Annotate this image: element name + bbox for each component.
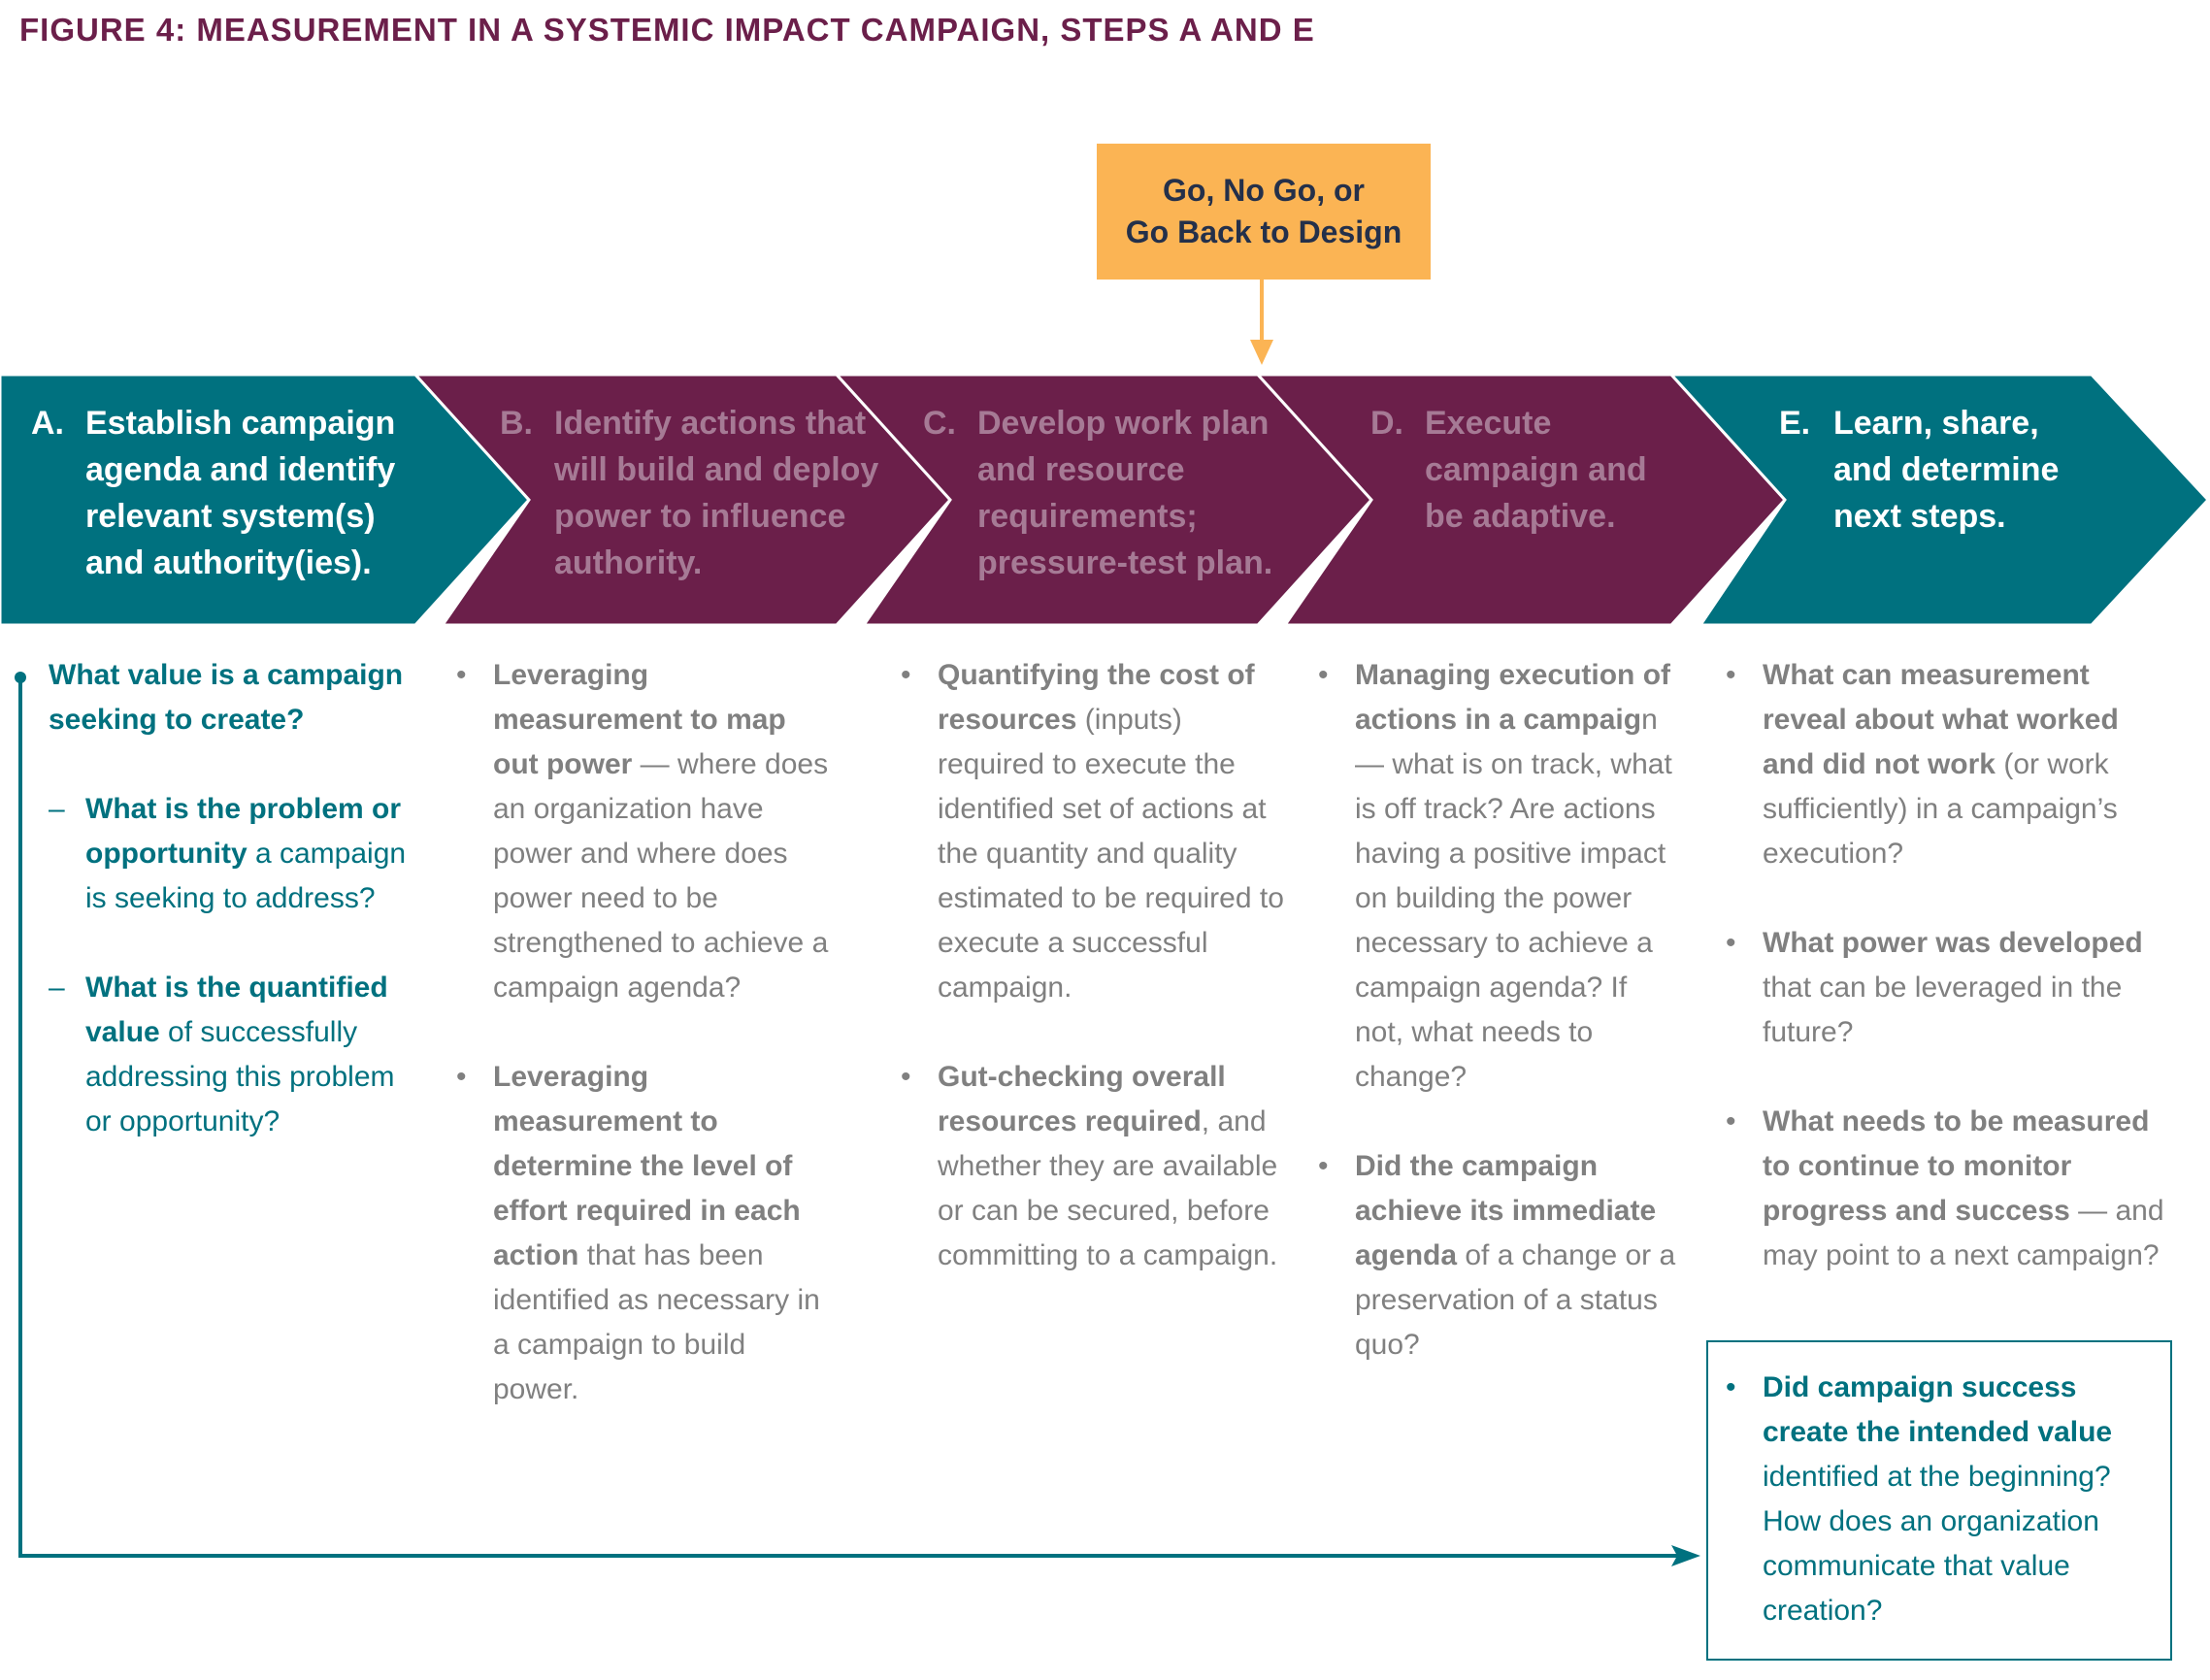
step-e-text: Learn, share, and determine next steps. xyxy=(1833,405,2060,535)
step-e-label: E. Learn, share, and determine next step… xyxy=(1779,400,2061,540)
bullet-dot: • xyxy=(1318,659,1329,691)
step-b-label: B. Identify actions that will build and … xyxy=(500,400,888,586)
column-c-item-1-rest: (inputs) required to execute the identif… xyxy=(938,704,1284,1004)
column-e-item-1: • What can measurement reveal about what… xyxy=(1726,653,2172,876)
dash-bullet: – xyxy=(49,793,65,825)
column-c-item-2-bold: Gut-checking overall resources required xyxy=(938,1061,1226,1137)
column-d-item-2: • Did the campaign achieve its immediate… xyxy=(1318,1144,1682,1367)
column-e-box-bold: Did campaign success create the intended… xyxy=(1763,1371,2113,1448)
step-b-letter: B. xyxy=(500,405,533,442)
value-creation-box xyxy=(1706,1340,2172,1661)
step-d-label: D. Execute campaign and be adaptive. xyxy=(1370,400,1662,540)
column-a-sub-2-bold: What is the quantified value xyxy=(85,972,388,1048)
value-creation-item: • Did campaign success create the intend… xyxy=(1726,1366,2162,1633)
column-b-item-1: • Leveraging measurement to map out powe… xyxy=(456,653,835,1010)
column-e-item-1-rest: (or work sufficiently) in a campaign’s e… xyxy=(1763,748,2118,870)
column-c: • Quantifying the cost of resources (inp… xyxy=(901,653,1284,1323)
column-b-item-2-bold: Leveraging measurement to determine the … xyxy=(493,1061,801,1271)
bullet-dot: • xyxy=(456,1061,467,1093)
bullet-dot: • xyxy=(1726,1105,1736,1137)
column-a-question-text: What value is a campaign seeking to crea… xyxy=(49,659,404,736)
column-e-item-1-bold: What can measurement reveal about what w… xyxy=(1763,659,2119,780)
column-e-item-2-rest: that can be leveraged in the future? xyxy=(1763,972,2123,1048)
decision-box: Go, No Go, or Go Back to Design xyxy=(1097,144,1431,280)
column-a-sub-2-rest: of successfully addressing this problem … xyxy=(85,1016,395,1137)
bullet-dot: • xyxy=(1318,1150,1329,1182)
loop-arrow-head xyxy=(1671,1545,1700,1566)
figure-title: FIGURE 4: MEASUREMENT IN A SYSTEMIC IMPA… xyxy=(19,12,1315,48)
step-a-text: Establish campaign agenda and identify r… xyxy=(85,405,396,581)
step-e-letter: E. xyxy=(1779,405,1811,442)
bullet-dot: • xyxy=(901,1061,911,1093)
column-d-item-1: • Managing execution of actions in a cam… xyxy=(1318,653,1682,1100)
step-a-label: A. Establish campaign agenda and identif… xyxy=(31,400,419,586)
decision-line-1: Go, No Go, or xyxy=(1163,173,1365,208)
column-d-item-1-rest: n — what is on track, what is off track?… xyxy=(1355,704,1672,1093)
column-a-sub-2: – What is the quantified value of succes… xyxy=(49,966,417,1144)
column-e: • What can measurement reveal about what… xyxy=(1726,653,2172,1323)
bullet-dot: • xyxy=(1726,1371,1736,1403)
step-d-letter: D. xyxy=(1370,405,1403,442)
column-a-question: What value is a campaign seeking to crea… xyxy=(49,653,417,742)
decision-line-2: Go Back to Design xyxy=(1125,214,1402,249)
column-a-sub-1-bold: What is the problem or opportunity xyxy=(85,793,402,870)
column-b-item-1-rest: — where does an organization have power … xyxy=(493,748,829,1004)
step-c-letter: C. xyxy=(923,405,956,442)
step-e-chevron xyxy=(1667,373,2210,627)
column-a-sub-1-rest: a campaign is seeking to address? xyxy=(85,838,407,914)
column-d-item-2-bold: Did the campaign achieve its immediate a… xyxy=(1355,1150,1657,1271)
step-a-letter: A. xyxy=(31,405,64,442)
step-c-text: Develop work plan and resource requireme… xyxy=(977,405,1273,581)
column-c-item-2-rest: , and whether they are available or can … xyxy=(938,1105,1278,1271)
dash-bullet: – xyxy=(49,972,65,1004)
column-b-item-1-bold: Leveraging measurement to map out power xyxy=(493,659,786,780)
column-a: What value is a campaign seeking to crea… xyxy=(49,653,417,1189)
column-e-item-2: • What power was developed that can be l… xyxy=(1726,921,2172,1055)
column-d-item-1-bold: Managing execution of actions in a campa… xyxy=(1355,659,1671,736)
bullet-dot: • xyxy=(456,659,467,691)
step-d-text: Execute campaign and be adaptive. xyxy=(1425,405,1647,535)
step-b-text: Identify actions that will build and dep… xyxy=(554,405,879,581)
bullet-dot: • xyxy=(901,659,911,691)
step-a-chevron xyxy=(0,373,532,627)
bullet-dot: • xyxy=(1726,927,1736,959)
column-b-item-2: • Leveraging measurement to determine th… xyxy=(456,1055,835,1412)
column-c-item-1: • Quantifying the cost of resources (inp… xyxy=(901,653,1284,1010)
decision-arrow-head xyxy=(1250,340,1273,365)
column-a-sub-1: – What is the problem or opportunity a c… xyxy=(49,787,417,921)
column-e-box-item: • Did campaign success create the intend… xyxy=(1726,1366,2162,1633)
column-e-item-3-rest: — and may point to a next campaign? xyxy=(1763,1195,2164,1271)
column-e-item-3-bold: What needs to be measured to continue to… xyxy=(1763,1105,2150,1227)
column-d: • Managing execution of actions in a cam… xyxy=(1318,653,1682,1412)
column-c-item-1-bold: Quantifying the cost of resources xyxy=(938,659,1255,736)
step-c-label: C. Develop work plan and resource requir… xyxy=(923,400,1302,586)
bullet-dot: • xyxy=(1726,659,1736,691)
column-d-item-2-rest: of a change or a preservation of a statu… xyxy=(1355,1239,1676,1361)
column-b: • Leveraging measurement to map out powe… xyxy=(456,653,835,1457)
column-e-item-2-bold: What power was developed xyxy=(1763,927,2143,959)
column-b-item-2-rest: that has been identified as necessary in… xyxy=(493,1239,820,1405)
column-c-item-2: • Gut-checking overall resources require… xyxy=(901,1055,1284,1278)
column-e-item-3: • What needs to be measured to continue … xyxy=(1726,1100,2172,1278)
column-e-box-rest: identified at the beginning? How does an… xyxy=(1763,1461,2111,1627)
